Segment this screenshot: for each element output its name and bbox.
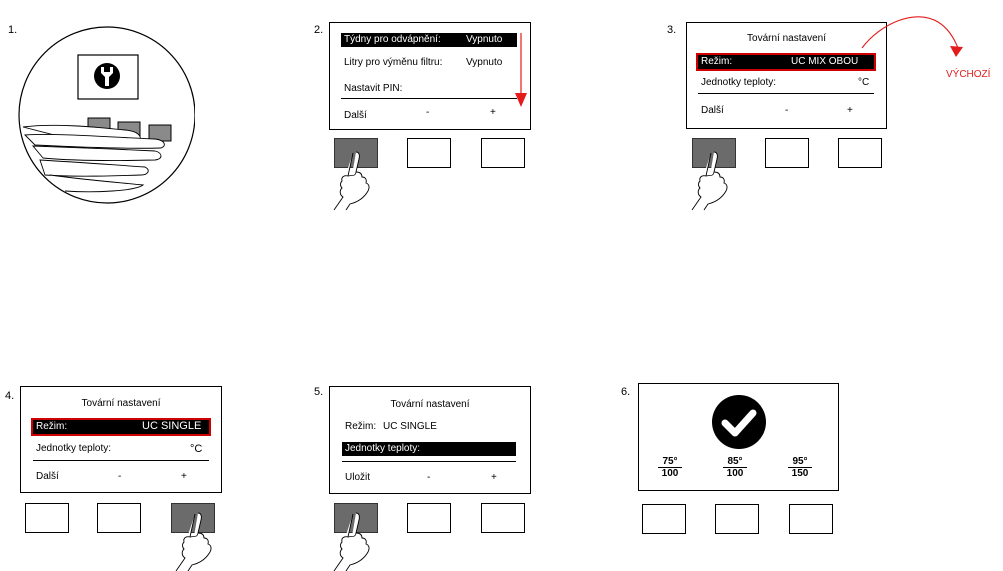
footer-minus: - [427,472,430,484]
step-5-number: 5. [314,386,323,398]
row-label: Režim: [345,421,376,433]
middle-button[interactable] [97,503,141,533]
footer-minus: - [426,107,429,119]
row-value: UC SINGLE [383,421,437,433]
step-5-display: Tovární nastavení Režim: UC SINGLE Jedno… [329,386,531,494]
fraction-bottom: 100 [662,468,679,479]
temperature-fraction: 85° 100 [723,456,747,479]
step-2-number: 2. [314,24,323,36]
step-3-number: 3. [667,24,676,36]
middle-button[interactable] [715,504,759,534]
row-label: Jednotky teploty: [36,443,111,455]
middle-button[interactable] [407,138,451,168]
divider [698,93,874,94]
row-label: Týdny pro odvápnění: [344,34,441,46]
footer-minus: - [785,105,788,117]
middle-button[interactable] [765,138,809,168]
scroll-down-arrow-icon [515,31,529,111]
right-button[interactable] [481,138,525,168]
footer-next: Další [344,110,367,122]
footer-next: Další [36,471,59,483]
row-label: Režim: [701,56,732,68]
row-value: UC SINGLE [142,420,201,432]
step-6-display: 75° 100 85° 100 95° 150 [638,383,839,491]
step-4-display: Tovární nastavení Režim: UC SINGLE Jedno… [20,386,222,493]
divider [341,98,517,99]
left-button[interactable] [642,504,686,534]
screen-title: Tovární nastavení [21,398,221,410]
row-value: UC MIX OBOU [791,56,858,68]
divider [33,460,209,461]
footer-plus: + [847,105,853,117]
fraction-top: 75° [658,456,682,468]
step-6-number: 6. [621,386,630,398]
right-button[interactable] [481,503,525,533]
left-button[interactable] [25,503,69,533]
step-4-number: 4. [5,390,14,402]
fraction-bottom: 100 [727,468,744,479]
default-label: VÝCHOZÍ [946,69,990,81]
row-value: °C [858,77,869,89]
pointing-finger-icon [326,511,376,571]
middle-button[interactable] [407,503,451,533]
footer-plus: + [491,472,497,484]
pointing-finger-icon [684,150,734,210]
row-label: Nastavit PIN: [344,83,402,95]
footer-minus: - [118,471,121,483]
row-value: Vypnuto [466,34,502,46]
pointing-finger-icon [168,511,218,571]
callout-arrow-icon [860,10,970,70]
temperature-fraction: 75° 100 [658,456,682,479]
row-label: Jednotky teploty: [345,443,420,455]
footer-plus: + [490,107,496,119]
right-button[interactable] [838,138,882,168]
row-value: °C [190,443,202,455]
fraction-top: 95° [788,456,812,468]
fraction-top: 85° [723,456,747,468]
divider [342,461,516,462]
row-value: Vypnuto [466,57,502,69]
step-2-display: Týdny pro odvápnění: Vypnuto Litry pro v… [329,22,531,130]
temperature-fraction: 95° 150 [788,456,812,479]
fraction-bottom: 150 [792,468,809,479]
wrench-icon [94,63,120,89]
footer-plus: + [181,471,187,483]
footer-save: Uložit [345,472,370,484]
row-label: Litry pro výměnu filtru: [344,57,442,69]
step-3-display: Tovární nastavení Režim: UC MIX OBOU Jed… [686,22,887,129]
checkmark-icon [711,394,767,450]
row-label: Režim: [36,421,67,433]
pointing-finger-icon [326,150,376,210]
screen-title: Tovární nastavení [330,399,530,411]
right-button[interactable] [789,504,833,534]
row-label: Jednotky teploty: [701,77,776,89]
footer-next: Další [701,105,724,117]
screen-title: Tovární nastavení [687,33,886,45]
step-1-illustration [15,15,195,215]
